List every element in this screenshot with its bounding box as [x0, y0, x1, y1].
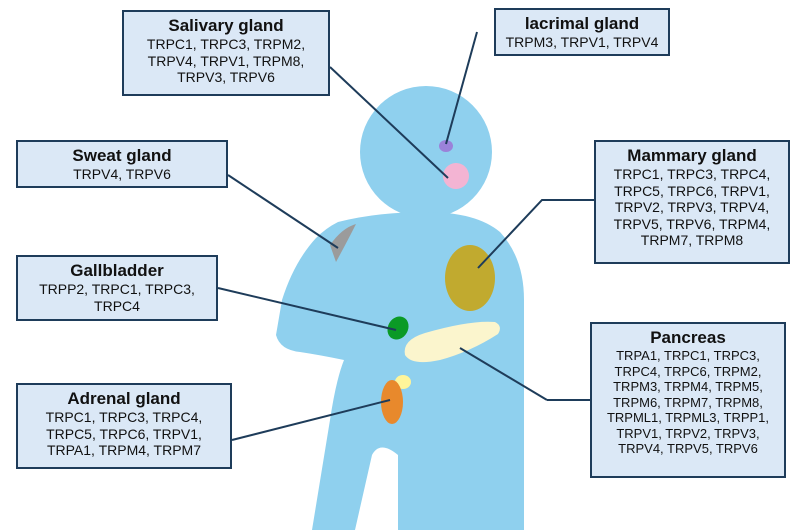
mammary-gland-shape — [445, 245, 495, 311]
mammary-gland-box: Mammary gland TRPC1, TRPC3, TRPC4, TRPC5… — [594, 140, 790, 264]
gallbladder-genes-line: TRPP2, TRPC1, TRPC3, — [39, 281, 195, 297]
lacrimal-gland-shape — [439, 140, 453, 152]
salivary-leader — [329, 66, 449, 179]
pancreas-genes-line: TRPA1, TRPC1, TRPC3, — [616, 348, 760, 363]
head — [360, 86, 492, 218]
human-silhouette — [276, 86, 524, 530]
sweat-genes-line: TRPV4, TRPV6 — [73, 166, 171, 182]
mammary-genes-line: TRPM7, TRPM8 — [640, 232, 744, 248]
pancreas-genes-line: TRPM6, TRPM7, TRPM8, — [613, 394, 763, 410]
pancreas-genes-line: TRPC4, TRPC6, TRPM2, — [614, 363, 762, 379]
sweat-gland-title: Sweat gland — [72, 146, 172, 165]
adrenal-genes-line: TRPA1, TRPM4, TRPM7 — [46, 442, 202, 458]
adrenal-leader — [231, 399, 391, 441]
sweat-gland-shape — [330, 224, 356, 262]
mammary-gland-title: Mammary gland — [627, 146, 757, 165]
salivary-genes-line: TRPV3, TRPV6 — [177, 69, 275, 85]
adrenal-genes-line: TRPC5, TRPC6, TRPV1, — [46, 425, 202, 442]
pancreas-genes-line: TRPV1, TRPV2, TRPV3, — [616, 425, 760, 441]
adrenal-gland-title: Adrenal gland — [67, 389, 181, 408]
salivary-genes-line: TRPC1, TRPC3, TRPM2, — [146, 36, 306, 52]
adrenal-genes-line: TRPC1, TRPC3, TRPC4, — [45, 409, 203, 425]
mammary-genes-line: TRPC1, TRPC3, TRPC4, — [613, 166, 771, 182]
lacrimal-gland-title: lacrimal gland — [524, 14, 640, 33]
lacrimal-genes-line: TRPM3, TRPV1, TRPV4 — [505, 34, 659, 50]
adrenal-gland-shape — [381, 380, 403, 424]
sweat-leader — [227, 174, 339, 249]
salivary-gland-shape — [443, 163, 469, 189]
gallbladder-leader — [217, 287, 397, 331]
salivary-genes-line: TRPV4, TRPV1, TRPM8, — [147, 52, 305, 69]
pancreas-box: Pancreas TRPA1, TRPC1, TRPC3, TRPC4, TRP… — [590, 322, 786, 478]
pancreas-genes-line: TRPML1, TRPML3, TRPP1, — [606, 410, 770, 425]
gallbladder-shape — [387, 316, 409, 340]
salivary-gland-title: Salivary gland — [168, 16, 284, 35]
pancreas-leader-diag — [459, 347, 548, 401]
mammary-genes-line: TRPV2, TRPV3, TRPV4, — [614, 199, 770, 215]
adrenal-gland-box: Adrenal gland TRPC1, TRPC3, TRPC4, TRPC5… — [16, 383, 232, 469]
gallbladder-genes-line: TRPC4 — [94, 297, 140, 314]
mammary-genes-line: TRPC5, TRPC6, TRPV1, — [614, 182, 770, 199]
mammary-genes-line: TRPV5, TRPV6, TRPM4, — [613, 215, 771, 232]
salivary-gland-box: Salivary gland TRPC1, TRPC3, TRPM2, TRPV… — [122, 10, 330, 96]
gallbladder-title: Gallbladder — [70, 261, 164, 280]
mammary-leader — [477, 199, 594, 269]
pancreas-title: Pancreas — [650, 328, 726, 347]
pancreas-genes-line: TRPV4, TRPV5, TRPV6 — [618, 441, 758, 456]
pancreas-shape — [404, 321, 500, 363]
gallbladder-box: Gallbladder TRPP2, TRPC1, TRPC3, TRPC4 — [16, 255, 218, 321]
lacrimal-gland-box: lacrimal gland TRPM3, TRPV1, TRPV4 — [494, 8, 670, 56]
lacrimal-leader — [445, 31, 478, 145]
pancreas-genes-line: TRPM3, TRPM4, TRPM5, — [613, 379, 763, 394]
sweat-gland-box: Sweat gland TRPV4, TRPV6 — [16, 140, 228, 188]
